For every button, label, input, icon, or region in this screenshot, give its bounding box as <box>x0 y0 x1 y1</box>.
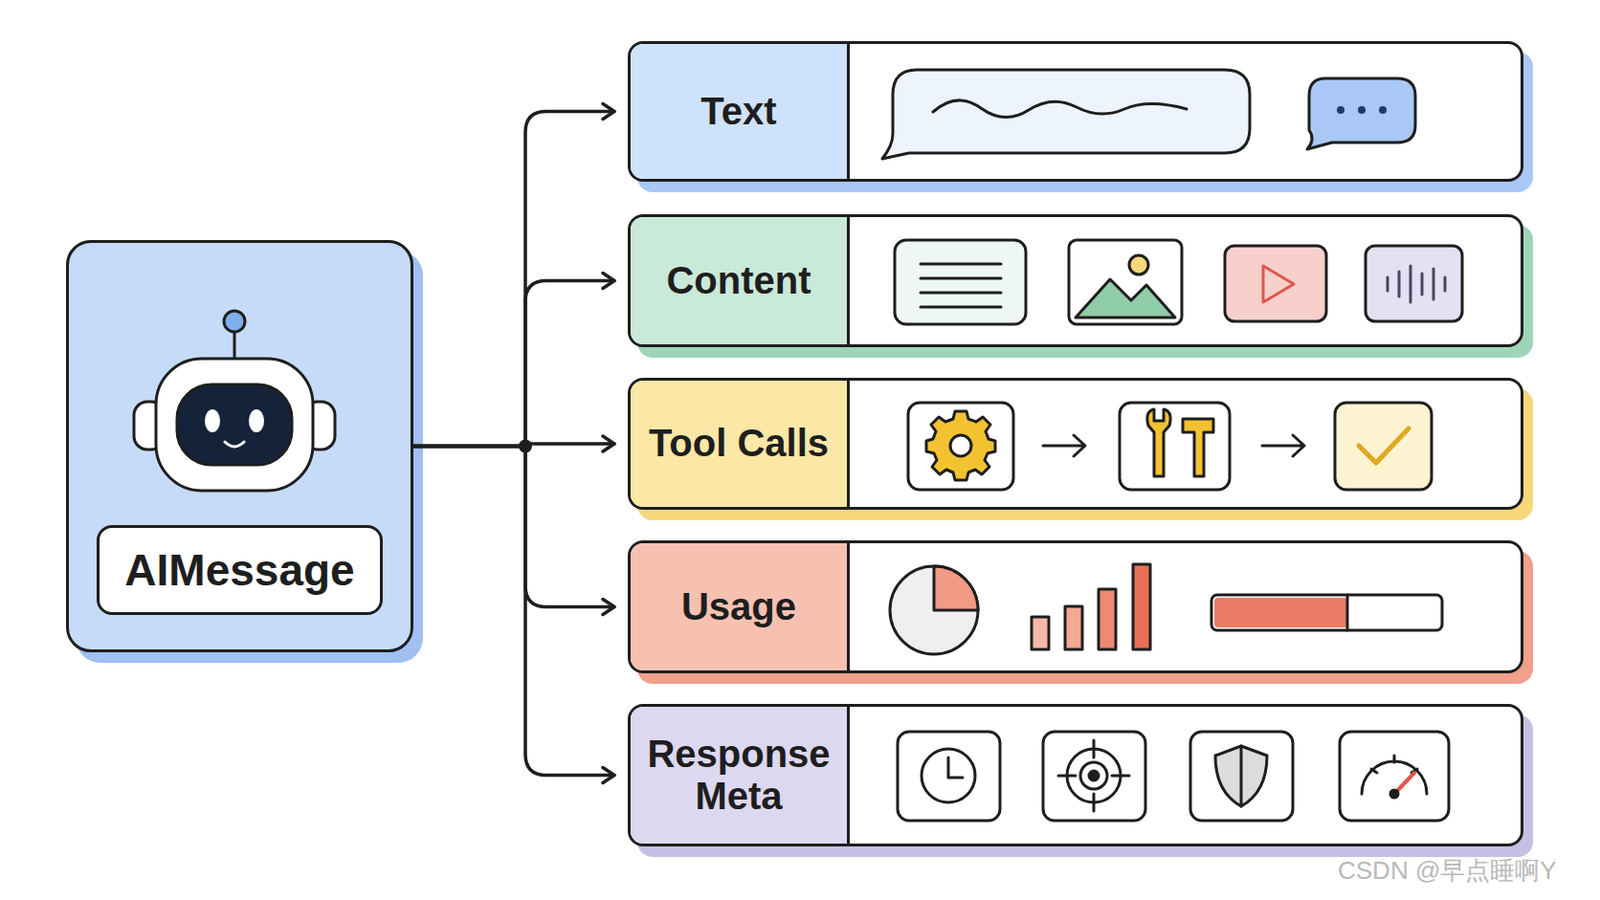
message-label: AIMessage <box>96 525 383 616</box>
tools-box <box>1119 402 1230 490</box>
branch-arrow <box>413 111 615 447</box>
field-label-cell: Text <box>630 44 850 179</box>
progress-bar <box>1211 595 1443 631</box>
gauge-icon <box>1361 761 1427 795</box>
robot-face <box>177 384 292 466</box>
branch-arrow <box>413 446 615 777</box>
field-label-group: Tool Calls <box>648 422 829 465</box>
check-mark <box>1358 428 1409 464</box>
field-label-group: Text <box>700 90 777 133</box>
wrench-icon <box>1147 409 1171 477</box>
play-triangle <box>1263 266 1294 303</box>
field-row: Response Meta <box>627 704 1524 847</box>
bar <box>1133 564 1151 650</box>
check-box <box>1334 402 1432 490</box>
robot-ear <box>133 401 165 450</box>
bar <box>1098 589 1116 650</box>
sun <box>1129 255 1149 275</box>
robot-smile <box>224 442 245 447</box>
robot-eye <box>248 409 265 433</box>
pie-slice <box>933 566 978 611</box>
field-row: Usage <box>627 540 1524 674</box>
field-label-cell: Usage <box>630 543 850 671</box>
field-label-cell: Content <box>630 217 850 345</box>
target-box <box>1043 732 1146 822</box>
robot-eye <box>204 409 221 433</box>
field-label-group: Response Meta <box>638 733 840 817</box>
branch-arrow <box>413 446 615 608</box>
gauge-box <box>1339 732 1449 822</box>
bar <box>1065 606 1083 650</box>
field-label-cell: Tool Calls <box>630 380 850 508</box>
shield-box <box>1190 732 1293 822</box>
bar <box>1031 617 1049 650</box>
field-label-cell: Response Meta <box>630 707 850 845</box>
field-label: Usage <box>681 586 797 628</box>
gear-box <box>908 402 1014 490</box>
wave-line <box>933 100 1187 118</box>
image-icon <box>1068 240 1182 325</box>
field-label: Text <box>700 90 777 133</box>
chat-bubble <box>1307 78 1416 150</box>
flow-arrow <box>1262 435 1305 457</box>
shield-icon <box>1215 746 1267 807</box>
field-row: Content <box>627 214 1524 348</box>
junction-dot <box>518 440 533 454</box>
gear-icon <box>926 411 996 481</box>
pie-chart <box>889 566 978 655</box>
speech-bubble <box>882 69 1250 159</box>
robot-head <box>155 358 313 491</box>
watermark: CSDN @早点睡啊Y <box>1337 854 1557 889</box>
target-icon <box>1066 749 1121 803</box>
clock-icon <box>921 749 976 803</box>
branch-arrow <box>413 444 615 447</box>
robot-ear <box>304 401 335 450</box>
field-label: Content <box>666 260 811 302</box>
field-row: Tool Calls <box>627 377 1524 511</box>
robot-antenna <box>233 330 237 359</box>
hammer-icon <box>1182 419 1214 477</box>
branch-arrow <box>413 281 615 447</box>
clock-box <box>897 732 1000 822</box>
field-label-group: Content <box>666 260 811 302</box>
field-row: Text <box>627 41 1524 182</box>
progress-fill <box>1214 598 1348 628</box>
robot-antenna-ball <box>223 311 245 333</box>
field-label-group: Usage <box>681 586 797 628</box>
field-label: Tool Calls <box>648 422 829 465</box>
flow-arrow <box>1043 435 1086 457</box>
field-label: Response Meta <box>638 733 840 817</box>
document-icon <box>894 240 1026 325</box>
message-card: AIMessage <box>66 240 414 653</box>
mountain <box>1075 279 1176 318</box>
video-icon <box>1224 245 1327 322</box>
audio-icon <box>1365 245 1463 322</box>
